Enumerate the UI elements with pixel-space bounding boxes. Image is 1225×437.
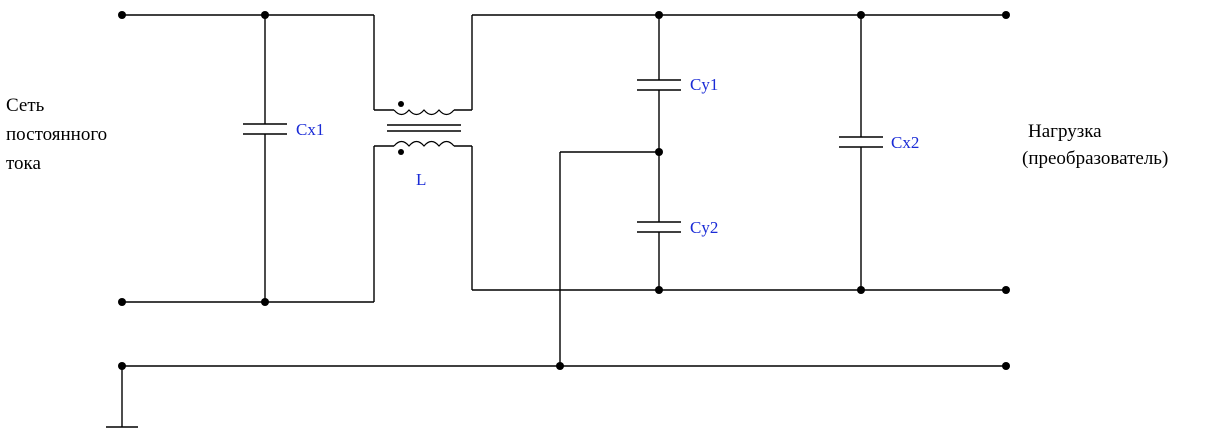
junction-cx2-top [857,11,865,19]
label-cy2: Cy2 [690,218,718,237]
choke-winding-top [393,109,455,116]
junction-ground-cy [556,362,564,370]
label-choke: L [416,170,426,189]
source-label-line-1: Сеть [6,95,45,116]
junction-cx2-bottom [857,286,865,294]
terminal-input-top [118,11,126,19]
wires [106,14,1006,428]
capacitor-cx2 [839,136,883,148]
label-cx1: Cx1 [296,120,324,139]
source-label-line-3: тока [6,153,41,174]
source-label-line-2: постоянного [6,124,107,145]
choke-winding-bottom [393,140,455,147]
choke-polarity-dot-bottom [398,149,404,155]
terminal-output-top [1002,11,1010,19]
label-cy1: Cy1 [690,75,718,94]
capacitor-cy1 [637,79,681,91]
label-cx2: Cx2 [891,133,919,152]
junction-cx1-top [261,11,269,19]
common-mode-choke [374,101,472,155]
capacitor-cy2 [637,221,681,233]
junction-cy-bottom [655,286,663,294]
capacitor-cx1 [243,123,287,135]
load-label-line-2: (преобразователь) [1022,148,1168,169]
choke-polarity-dot-top [398,101,404,107]
junctions [118,11,1010,370]
load-label-line-1: Нагрузка [1028,121,1102,142]
terminal-input-bottom [118,298,126,306]
terminal-output-bottom [1002,286,1010,294]
terminal-ground-output [1002,362,1010,370]
junction-cy-mid [655,148,663,156]
terminal-ground-input [118,362,126,370]
junction-cx1-bottom [261,298,269,306]
junction-cy-top [655,11,663,19]
